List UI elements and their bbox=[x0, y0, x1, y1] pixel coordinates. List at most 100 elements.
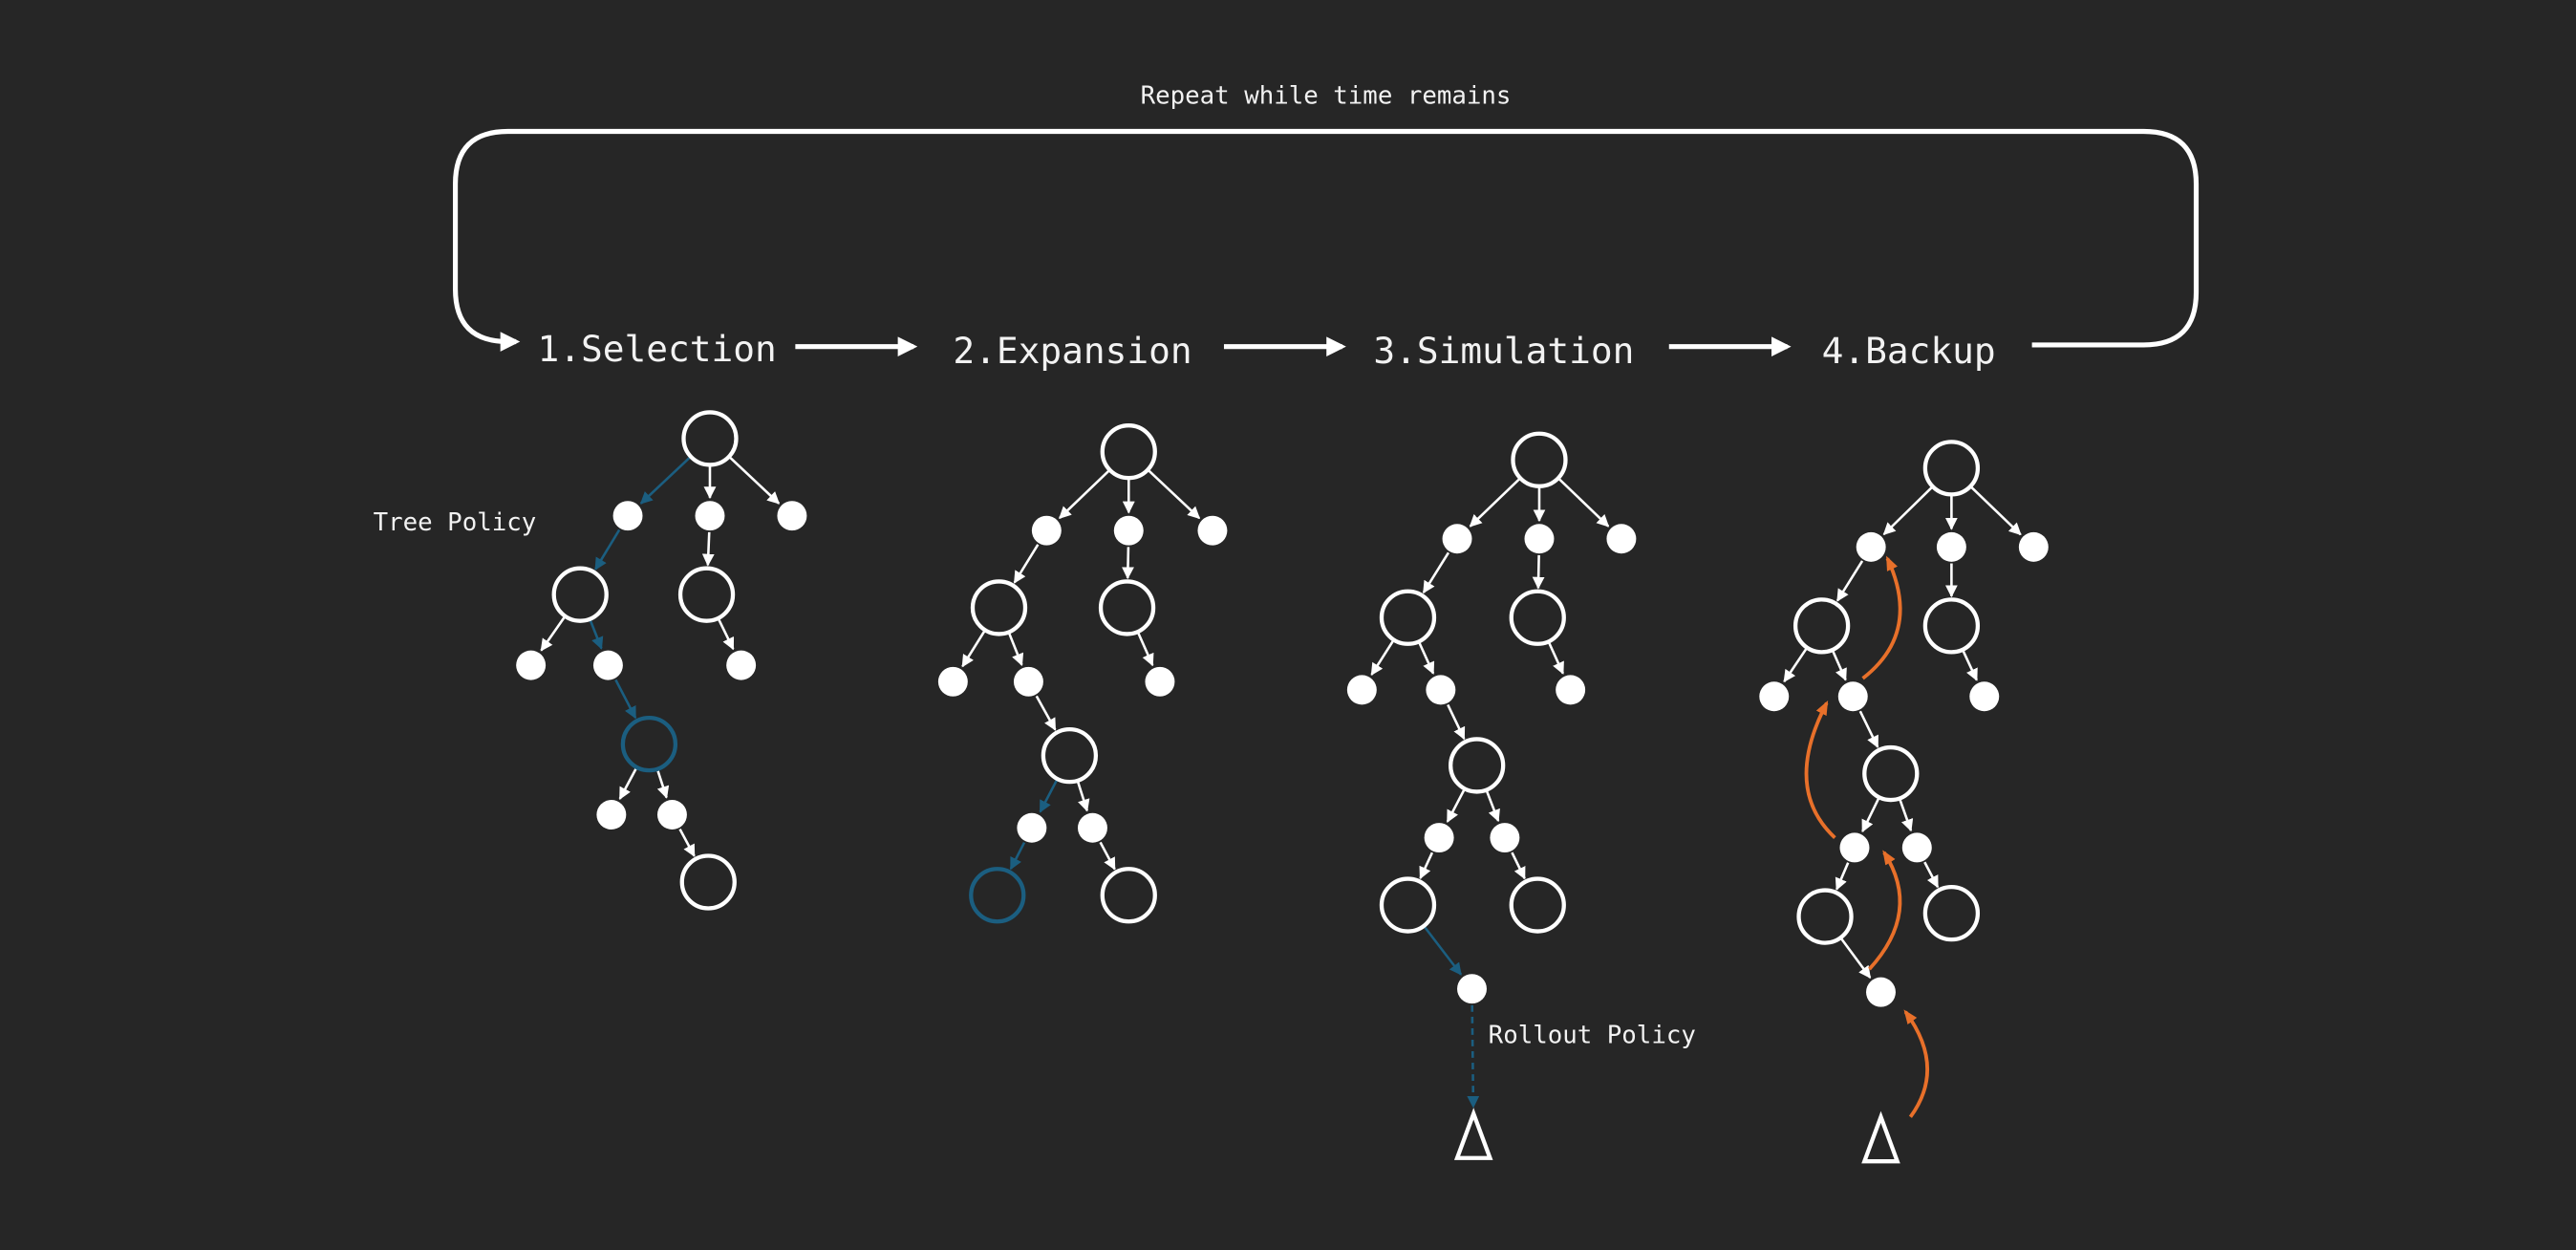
tree-edge bbox=[540, 616, 566, 652]
step-simulation: 3.Simulation bbox=[1373, 330, 1634, 372]
action-node bbox=[1839, 832, 1870, 863]
action-node bbox=[1017, 812, 1047, 843]
tree-edge bbox=[1008, 633, 1024, 666]
tree-edge bbox=[961, 631, 986, 668]
tree-node bbox=[1922, 440, 1981, 497]
action-node bbox=[695, 501, 725, 531]
tree-edge bbox=[1447, 703, 1466, 741]
tree-edge bbox=[1469, 478, 1520, 528]
tree-node bbox=[1100, 423, 1157, 481]
tree-node bbox=[679, 853, 737, 911]
tree-node bbox=[1796, 888, 1854, 945]
backup-arrow bbox=[1868, 850, 1902, 971]
action-node bbox=[1197, 515, 1228, 546]
tree-edge bbox=[594, 528, 621, 571]
step-selection: 1.Selection bbox=[538, 328, 777, 370]
action-node bbox=[1837, 681, 1868, 712]
tree-edge bbox=[1882, 486, 1933, 536]
tree-node bbox=[1379, 589, 1437, 646]
tree-edge bbox=[1861, 798, 1880, 833]
tree-edge bbox=[1122, 547, 1134, 580]
action-node bbox=[1013, 666, 1043, 697]
tree-edge bbox=[1422, 551, 1450, 594]
tree-edge bbox=[1783, 648, 1808, 683]
action-node bbox=[1442, 524, 1472, 554]
expanded-node bbox=[620, 715, 678, 773]
tree-edge bbox=[1446, 789, 1466, 823]
tree-node bbox=[551, 566, 609, 623]
action-node bbox=[1901, 832, 1932, 863]
backup-arrow bbox=[1804, 700, 1836, 839]
tree-edge bbox=[1419, 851, 1434, 880]
tree-edge bbox=[1858, 710, 1879, 748]
tree-edge bbox=[1970, 486, 2022, 536]
tree-node bbox=[681, 410, 739, 467]
tree-edge bbox=[1099, 841, 1116, 871]
tree-policy-label: Tree Policy bbox=[374, 508, 537, 537]
tree-node bbox=[1509, 876, 1566, 934]
action-node bbox=[1969, 681, 2000, 712]
tree-edge bbox=[589, 619, 604, 650]
action-node bbox=[1457, 974, 1487, 1004]
tree-edge bbox=[701, 531, 715, 567]
tree-node bbox=[1449, 737, 1506, 794]
tree-edge bbox=[618, 767, 637, 800]
tree-edge bbox=[1035, 695, 1057, 731]
tree-edge bbox=[1059, 469, 1110, 520]
tree-node bbox=[1098, 579, 1156, 636]
terminal-triangle bbox=[1861, 1110, 1900, 1164]
action-node bbox=[1346, 675, 1377, 705]
tree-edge bbox=[1962, 650, 1978, 681]
tree-edge bbox=[1148, 469, 1201, 520]
action-node bbox=[612, 501, 643, 531]
tree-node bbox=[1509, 589, 1566, 646]
loop-label: Repeat while time remains bbox=[1141, 81, 1512, 110]
action-node bbox=[656, 800, 687, 830]
tree-node bbox=[970, 579, 1028, 636]
tree-edge bbox=[1424, 926, 1463, 976]
action-node bbox=[726, 650, 757, 680]
tree-edge bbox=[1039, 779, 1059, 813]
step-expansion: 2.Expansion bbox=[953, 330, 1191, 372]
tree-edge bbox=[729, 456, 781, 505]
tree-edge bbox=[614, 679, 637, 720]
action-node bbox=[1113, 515, 1144, 546]
tree-edge bbox=[1835, 560, 1864, 602]
tree-edge bbox=[1077, 782, 1090, 812]
tree-node bbox=[1379, 876, 1437, 934]
tree-node bbox=[1100, 867, 1157, 924]
tree-edge bbox=[1009, 841, 1026, 871]
action-node bbox=[1759, 681, 1790, 712]
expanded-node bbox=[969, 867, 1026, 924]
action-node bbox=[1077, 812, 1107, 843]
tree-node bbox=[677, 566, 736, 623]
tree-edge bbox=[1532, 554, 1545, 590]
repeat-loop-arrow bbox=[452, 128, 2200, 352]
tree-edge bbox=[1899, 799, 1914, 832]
backup-arrow bbox=[1903, 1009, 1929, 1118]
tree-edge bbox=[639, 456, 691, 505]
terminal-triangle bbox=[1453, 1108, 1493, 1160]
tree-edge bbox=[1548, 642, 1564, 675]
tree-edge bbox=[678, 829, 696, 857]
tree-node bbox=[1041, 726, 1099, 785]
action-node bbox=[1145, 666, 1175, 697]
action-node bbox=[1556, 675, 1586, 705]
tree-node bbox=[1922, 597, 1981, 655]
tree-edge bbox=[1832, 651, 1847, 681]
action-node bbox=[596, 800, 627, 830]
action-node bbox=[1490, 823, 1520, 853]
tree-edge bbox=[1467, 1004, 1480, 1109]
action-node bbox=[1866, 977, 1896, 1007]
action-node bbox=[777, 501, 807, 531]
action-node bbox=[592, 650, 623, 680]
tree-edge bbox=[1923, 861, 1940, 889]
tree-edge bbox=[1511, 851, 1526, 880]
tree-edge bbox=[1418, 642, 1435, 675]
tree-edge bbox=[1137, 633, 1154, 667]
tree-edge bbox=[1370, 640, 1394, 677]
tree-node bbox=[1862, 744, 1920, 803]
action-node bbox=[2018, 531, 2049, 562]
tree-node bbox=[1922, 884, 1981, 942]
